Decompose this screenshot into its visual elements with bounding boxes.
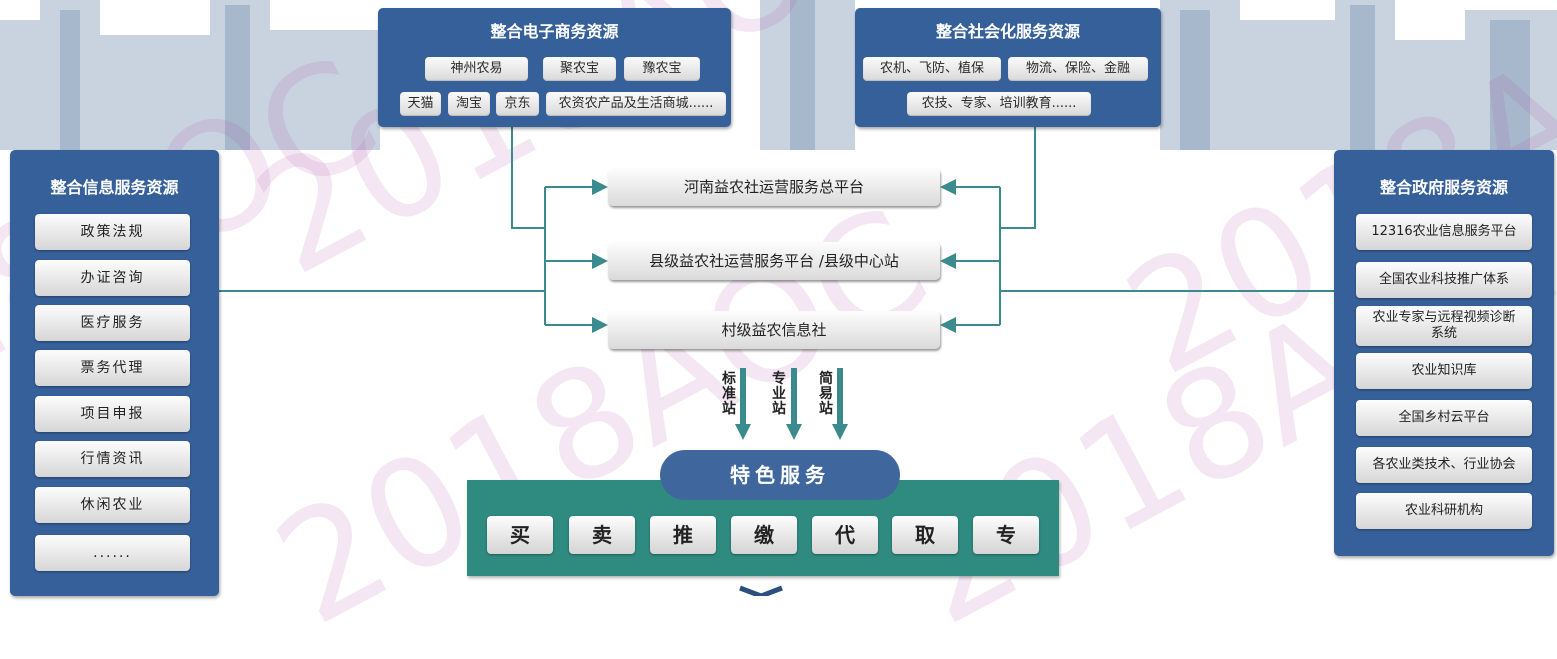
service-sell: 卖 [569, 516, 635, 554]
service-buy: 买 [487, 516, 553, 554]
gov-item: 农业专家与远程视频诊断系统 [1356, 306, 1532, 346]
chip-tmall: 天猫 [400, 92, 441, 116]
platform-provincial: 河南益农社运营服务总平台 [608, 168, 940, 206]
info-item: ...... [35, 535, 190, 571]
chip-mall: 农资农产品及生活商城...... [546, 92, 726, 116]
chip-logistics: 物流、保险、金融 [1008, 57, 1148, 81]
connector-lines [219, 127, 1334, 596]
gov-item: 全国农业科技推广体系 [1356, 262, 1532, 298]
station-label-standard: 标准站 [722, 371, 736, 417]
panel-title: 整合政府服务资源 [1379, 178, 1508, 197]
panel-title: 整合社会化服务资源 [935, 22, 1080, 41]
social-services-panel: 整合社会化服务资源 农机、飞防、植保 物流、保险、金融 农技、专家、培训教育..… [855, 8, 1161, 127]
gov-item: 农业科研机构 [1356, 493, 1532, 529]
platform-village: 村级益农信息社 [608, 311, 940, 349]
chip-taobao: 淘宝 [448, 92, 490, 116]
service-promote: 推 [650, 516, 716, 554]
panel-title: 整合电子商务资源 [490, 22, 619, 41]
gov-item: 12316农业信息服务平台 [1356, 214, 1532, 250]
chip-junongbao: 聚农宝 [543, 57, 616, 81]
gov-item: 各农业类技术、行业协会 [1356, 447, 1532, 483]
gov-item: 农业知识库 [1356, 353, 1532, 389]
info-item: 行情资讯 [35, 441, 190, 477]
info-services-panel: 整合信息服务资源 政策法规 办证咨询 医疗服务 票务代理 项目申报 行情资讯 休… [10, 150, 219, 596]
platform-county: 县级益农社运营服务平台 /县级中心站 [608, 242, 940, 280]
station-label-simple: 简易站 [819, 371, 833, 417]
service-pay: 缴 [731, 516, 797, 554]
service-special: 专 [973, 516, 1039, 554]
chip-training: 农技、专家、培训教育...... [907, 92, 1091, 116]
gov-services-panel: 整合政府服务资源 12316农业信息服务平台 全国农业科技推广体系 农业专家与远… [1334, 150, 1554, 556]
info-item: 医疗服务 [35, 305, 190, 341]
chip-yunongbao: 豫农宝 [624, 57, 700, 81]
service-pickup: 取 [892, 516, 958, 554]
info-item: 办证咨询 [35, 260, 190, 296]
info-item: 休闲农业 [35, 487, 190, 523]
info-item: 项目申报 [35, 396, 190, 432]
featured-services-title: 特色服务 [660, 450, 900, 500]
chip-shenzhou: 神州农易 [425, 57, 528, 81]
ecommerce-resources-panel: 整合电子商务资源 神州农易 聚农宝 豫农宝 天猫 淘宝 京东 农资农产品及生活商… [378, 8, 731, 127]
station-label-professional: 专业站 [772, 371, 786, 417]
skyline-background [0, 0, 1557, 150]
service-agent: 代 [812, 516, 878, 554]
chip-jd: 京东 [496, 92, 539, 116]
info-item: 政策法规 [35, 214, 190, 250]
gov-item: 全国乡村云平台 [1356, 400, 1532, 436]
info-item: 票务代理 [35, 350, 190, 386]
panel-title: 整合信息服务资源 [50, 178, 179, 197]
chip-agri-machinery: 农机、飞防、植保 [863, 57, 1001, 81]
